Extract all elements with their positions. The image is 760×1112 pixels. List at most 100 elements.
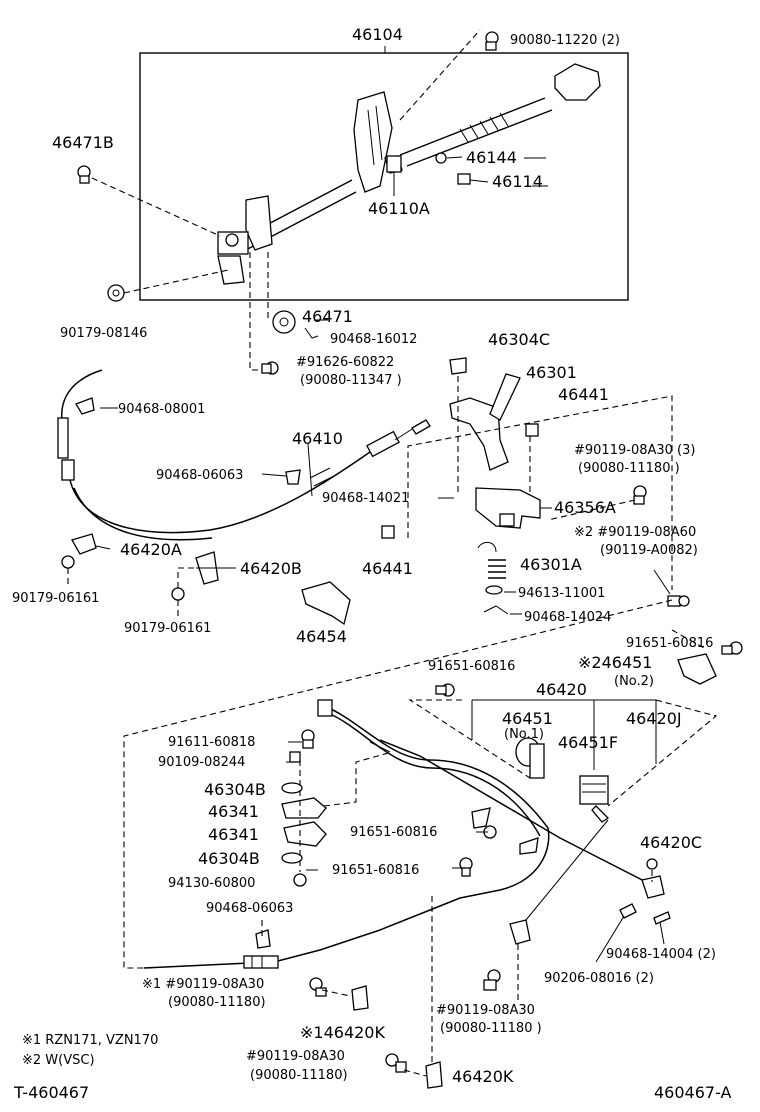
clip-icon [449, 357, 467, 375]
label-91611-60818: 91611-60818 [168, 735, 255, 750]
pin-icon [457, 173, 471, 185]
note-2: ※2 W(VSC) [22, 1053, 95, 1068]
label-46356a: 46356A [554, 498, 616, 517]
label-46441-lower: 46441 [362, 559, 413, 578]
label-90080-11180-top: (90080-11180 ) [578, 461, 680, 476]
label-91651-60816-mid: 91651-60816 [428, 659, 515, 674]
label-46114: 46114 [492, 172, 543, 191]
label-91626-60822: #91626-60822 [296, 355, 394, 370]
label-90080-11180-bottom: (90080-11180) [250, 1068, 348, 1083]
support-bracket-icon [475, 487, 541, 529]
nut-icon [107, 284, 125, 302]
release-rod-icon [399, 63, 601, 167]
label-46104: 46104 [352, 25, 403, 44]
pin-icon [411, 419, 431, 435]
label-90119-08a30-3: #90119-08A30 (3) [574, 443, 695, 458]
bolt-icon [459, 857, 473, 877]
label-46304b-lower: 46304B [198, 849, 260, 868]
label-46304b-upper: 46304B [204, 780, 266, 799]
label-146420k: ※146420K [300, 1023, 385, 1042]
label-46341-upper: 46341 [208, 802, 259, 821]
label-90468-14004: 90468-14004 (2) [606, 947, 716, 962]
label-90109-08244: 90109-08244 [158, 755, 245, 770]
clip-icon [255, 929, 271, 949]
label-90468-06063-lower: 90468-06063 [206, 901, 293, 916]
bolt-icon [435, 683, 455, 697]
label-91651-60816-right: 91651-60816 [626, 636, 713, 651]
clip-icon [304, 327, 319, 339]
label-90468-14021: 90468-14021 [322, 491, 409, 506]
label-46110a: 46110A [368, 199, 430, 218]
clip-icon [435, 152, 447, 164]
label-90119-08a30-bottom: #90119-08A30 [246, 1049, 345, 1064]
label-46420j: 46420J [626, 709, 682, 728]
clip-icon [285, 469, 301, 485]
label-90119-08a60: ※2 #90119-08A60 [574, 525, 696, 540]
label-94613-11001: 94613-11001 [518, 586, 605, 601]
label-90080-11347: (90080-11347 ) [300, 373, 402, 388]
label-46420b: 46420B [240, 559, 302, 578]
nut-icon [293, 873, 307, 887]
bolt-icon [721, 641, 743, 655]
clip-icon [75, 397, 95, 415]
label-46420k: 46420K [452, 1067, 514, 1086]
diagram-code-right: 460467-A [654, 1083, 732, 1102]
bushing-icon [281, 782, 303, 794]
clip-icon [519, 837, 539, 855]
cable-cover-icon [301, 581, 351, 626]
label-46420: 46420 [536, 680, 587, 699]
bolt-icon [301, 729, 315, 749]
bushing-icon [525, 423, 539, 437]
end-fitting-icon [641, 875, 665, 899]
label-46451: 46451 [502, 709, 553, 728]
clamp-icon [425, 1061, 443, 1089]
diagram-code-left: T-460467 [13, 1083, 89, 1102]
label-90080-11220: 90080-11220 (2) [510, 33, 620, 48]
pivot-bracket-icon [217, 195, 273, 285]
label-46451f: 46451F [558, 733, 618, 752]
clip-icon [471, 807, 491, 829]
label-90468-14024: 90468-14024 [524, 610, 611, 625]
label-90080-11180-right: (90080-11180 ) [440, 1021, 542, 1036]
label-90119-a0082: (90119-A0082) [600, 543, 698, 558]
spring-icon [477, 542, 506, 579]
bolt-icon [261, 361, 279, 375]
bolt-icon [646, 858, 658, 870]
label-46341-lower: 46341 [208, 825, 259, 844]
label-46420a: 46420A [120, 540, 182, 559]
label-46301a: 46301A [520, 555, 582, 574]
label-90206-08016: 90206-08016 (2) [544, 971, 654, 986]
pin-icon [653, 911, 671, 925]
label-90179-06161-right: 90179-06161 [124, 621, 211, 636]
clamp-icon [351, 985, 369, 1011]
label-246451: ※246451 [578, 653, 652, 672]
lever-assembly-frame [139, 52, 629, 301]
bolt-icon [633, 485, 647, 505]
cable-clamp-icon [677, 653, 717, 685]
nut-icon [171, 587, 185, 601]
label-90080-11180-x1: (90080-11180) [168, 995, 266, 1010]
front-cable-icon [57, 369, 421, 541]
label-90119-08a30-x1: ※1 #90119-08A30 [142, 977, 264, 992]
bolt-icon [289, 751, 301, 763]
bolt-icon [483, 969, 501, 991]
bolt-icon [77, 165, 91, 184]
label-90179-06161-left: 90179-06161 [12, 591, 99, 606]
bushing-icon [386, 155, 402, 173]
label-46304c: 46304C [488, 330, 550, 349]
label-46454: 46454 [296, 627, 347, 646]
label-90468-16012: 90468-16012 [330, 332, 417, 347]
clamp-icon [509, 919, 531, 945]
label-46410: 46410 [292, 429, 343, 448]
label-91651-60816-lower1: 91651-60816 [350, 825, 437, 840]
label-46301: 46301 [526, 363, 577, 382]
label-90119-08a30-right: #90119-08A30 [436, 1003, 535, 1018]
cable-clamp-icon [515, 737, 545, 779]
pin-icon [619, 903, 637, 919]
washer-icon [485, 585, 503, 595]
pulley-icon [272, 310, 296, 334]
label-94130-60800: 94130-60800 [168, 876, 255, 891]
rear-cable-right-icon [273, 699, 651, 963]
clamp-icon [71, 533, 97, 555]
